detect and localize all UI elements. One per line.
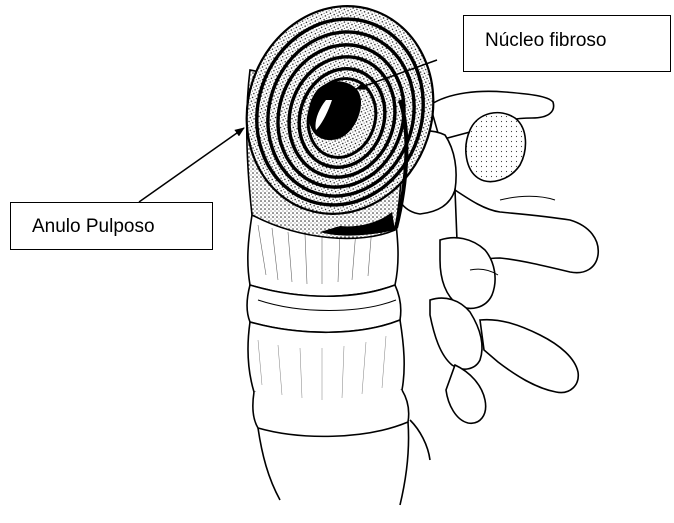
annulus-label-box: Anulo Pulposo	[10, 202, 213, 250]
nucleus-label-box: Núcleo fibroso	[463, 15, 671, 72]
annulus-label: Anulo Pulposo	[32, 216, 155, 237]
vertebral-body-lower	[248, 320, 409, 505]
nucleus-label: Núcleo fibroso	[485, 30, 606, 51]
annulus-arrow	[139, 128, 244, 202]
